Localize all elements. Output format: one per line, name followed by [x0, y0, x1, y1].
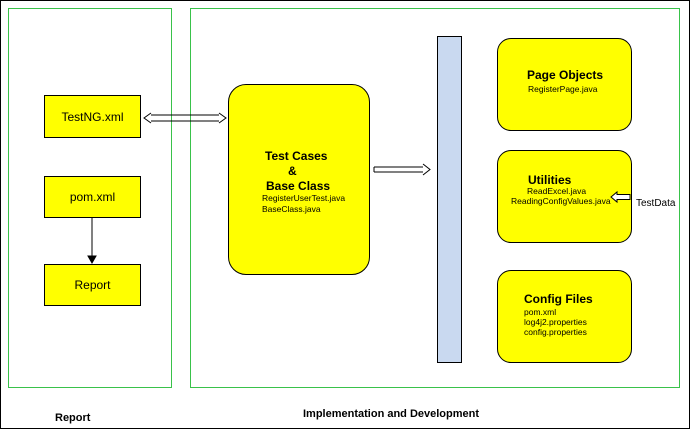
utilities-title: Utilities: [528, 173, 572, 187]
config-files-box: Config Files pom.xml log4j2.properties c…: [497, 270, 632, 363]
file-label: ReadExcel.java: [527, 186, 587, 196]
pom-xml-label: pom.xml: [69, 190, 116, 204]
page-objects-box: Page Objects RegisterPage.java: [497, 38, 632, 131]
report-caption: Report: [55, 412, 91, 424]
report-label: Report: [74, 278, 111, 292]
config-files-title: Config Files: [524, 292, 593, 306]
ampersand-label: &: [288, 164, 297, 178]
testdata-label: TestData: [636, 198, 676, 209]
testng-xml-box: TestNG.xml: [44, 95, 141, 138]
testcases-bar-connector: [373, 163, 431, 176]
separator-bar: [437, 36, 462, 363]
file-label: log4j2.properties: [524, 317, 587, 327]
testng-xml-label: TestNG.xml: [61, 109, 124, 124]
pom-report-arrow: [87, 218, 97, 265]
utilities-box: Utilities ReadExcel.java ReadingConfigVa…: [497, 150, 632, 243]
implementation-caption: Implementation and Development: [303, 408, 480, 420]
report-region: [8, 8, 172, 388]
implementation-region: [190, 8, 680, 388]
testdata-arrow: [610, 190, 631, 204]
file-label: BaseClass.java: [262, 204, 321, 214]
report-box: Report: [44, 264, 141, 306]
base-class-title: Base Class: [266, 179, 331, 193]
file-label: config.properties: [524, 327, 587, 337]
test-cases-title: Test Cases: [265, 149, 328, 163]
testng-testcases-connector: [143, 112, 227, 124]
pom-xml-box: pom.xml: [44, 176, 141, 218]
file-label: ReadingConfigValues.java: [511, 196, 611, 206]
test-cases-box: Test Cases & Base Class RegisterUserTest…: [228, 84, 370, 275]
file-label: RegisterUserTest.java: [262, 193, 346, 203]
file-label: RegisterPage.java: [528, 84, 598, 94]
file-label: pom.xml: [524, 307, 557, 317]
page-objects-title: Page Objects: [527, 68, 604, 82]
